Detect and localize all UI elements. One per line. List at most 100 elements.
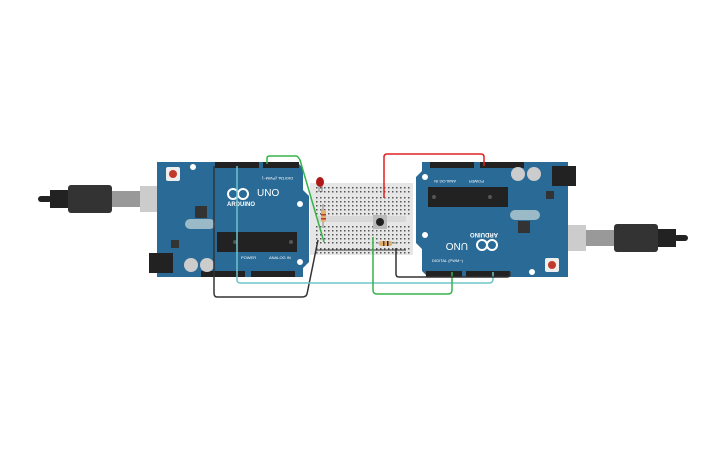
breadboard-hole[interactable] — [328, 209, 330, 211]
red-led[interactable] — [316, 177, 324, 192]
breadboard-hole[interactable] — [320, 197, 322, 199]
breadboard-hole[interactable] — [352, 213, 354, 215]
breadboard-hole[interactable] — [352, 238, 354, 240]
breadboard-hole[interactable] — [388, 191, 390, 193]
breadboard-hole[interactable] — [396, 242, 398, 244]
breadboard-hole[interactable] — [332, 252, 334, 254]
breadboard-hole[interactable] — [336, 238, 338, 240]
breadboard-hole[interactable] — [344, 187, 346, 189]
breadboard-hole[interactable] — [404, 209, 406, 211]
breadboard-hole[interactable] — [316, 238, 318, 240]
breadboard-hole[interactable] — [352, 201, 354, 203]
breadboard-hole[interactable] — [384, 213, 386, 215]
breadboard-hole[interactable] — [360, 230, 362, 232]
breadboard-hole[interactable] — [380, 187, 382, 189]
breadboard-hole[interactable] — [392, 187, 394, 189]
breadboard-hole[interactable] — [324, 238, 326, 240]
breadboard-hole[interactable] — [384, 252, 386, 254]
breadboard-hole[interactable] — [368, 248, 370, 250]
breadboard-hole[interactable] — [332, 205, 334, 207]
breadboard-hole[interactable] — [316, 197, 318, 199]
breadboard-hole[interactable] — [376, 238, 378, 240]
breadboard-hole[interactable] — [388, 187, 390, 189]
breadboard-hole[interactable] — [320, 234, 322, 236]
wire-black-right[interactable] — [395, 248, 511, 278]
breadboard-hole[interactable] — [348, 209, 350, 211]
arduino-uno-right[interactable]: ARDUINO UNO DIGITAL (PWM~) POWER ANALOG … — [415, 161, 577, 278]
breadboard-hole[interactable] — [356, 201, 358, 203]
breadboard-hole[interactable] — [364, 191, 366, 193]
breadboard-hole[interactable] — [336, 197, 338, 199]
breadboard-hole[interactable] — [388, 248, 390, 250]
breadboard-hole[interactable] — [360, 234, 362, 236]
breadboard-hole[interactable] — [400, 197, 402, 199]
breadboard-hole[interactable] — [364, 226, 366, 228]
breadboard-hole[interactable] — [348, 226, 350, 228]
breadboard-hole[interactable] — [400, 230, 402, 232]
breadboard-hole[interactable] — [328, 191, 330, 193]
breadboard-hole[interactable] — [320, 252, 322, 254]
breadboard-hole[interactable] — [352, 226, 354, 228]
breadboard-hole[interactable] — [372, 213, 374, 215]
breadboard-hole[interactable] — [408, 252, 410, 254]
breadboard-hole[interactable] — [404, 242, 406, 244]
breadboard-hole[interactable] — [332, 230, 334, 232]
breadboard-hole[interactable] — [384, 230, 386, 232]
breadboard-hole[interactable] — [408, 191, 410, 193]
breadboard-hole[interactable] — [340, 213, 342, 215]
wire-green-left[interactable] — [266, 155, 325, 243]
breadboard-hole[interactable] — [396, 187, 398, 189]
breadboard-hole[interactable] — [316, 191, 318, 193]
breadboard-hole[interactable] — [376, 248, 378, 250]
breadboard-hole[interactable] — [316, 226, 318, 228]
breadboard-hole[interactable] — [408, 197, 410, 199]
breadboard-hole[interactable] — [364, 187, 366, 189]
breadboard-hole[interactable] — [332, 226, 334, 228]
breadboard-hole[interactable] — [320, 187, 322, 189]
breadboard-hole[interactable] — [376, 234, 378, 236]
breadboard-hole[interactable] — [356, 242, 358, 244]
breadboard-hole[interactable] — [380, 209, 382, 211]
breadboard-hole[interactable] — [360, 201, 362, 203]
breadboard-hole[interactable] — [388, 252, 390, 254]
breadboard-hole[interactable] — [320, 248, 322, 250]
breadboard-hole[interactable] — [380, 197, 382, 199]
breadboard-hole[interactable] — [384, 209, 386, 211]
breadboard-hole[interactable] — [332, 213, 334, 215]
wire-red[interactable] — [383, 153, 485, 198]
wire-black-left[interactable] — [213, 166, 319, 298]
breadboard-hole[interactable] — [392, 205, 394, 207]
breadboard-hole[interactable] — [404, 230, 406, 232]
breadboard-hole[interactable] — [380, 213, 382, 215]
breadboard-hole[interactable] — [344, 213, 346, 215]
breadboard-hole[interactable] — [400, 252, 402, 254]
breadboard-hole[interactable] — [356, 191, 358, 193]
breadboard-hole[interactable] — [400, 209, 402, 211]
breadboard-hole[interactable] — [328, 242, 330, 244]
breadboard-hole[interactable] — [368, 230, 370, 232]
breadboard-hole[interactable] — [332, 234, 334, 236]
breadboard-hole[interactable] — [376, 197, 378, 199]
breadboard-hole[interactable] — [344, 205, 346, 207]
breadboard-hole[interactable] — [364, 252, 366, 254]
breadboard-hole[interactable] — [332, 201, 334, 203]
breadboard-hole[interactable] — [400, 242, 402, 244]
breadboard-hole[interactable] — [332, 191, 334, 193]
breadboard-hole[interactable] — [356, 248, 358, 250]
breadboard-hole[interactable] — [356, 205, 358, 207]
breadboard-hole[interactable] — [316, 201, 318, 203]
breadboard-hole[interactable] — [408, 234, 410, 236]
breadboard-hole[interactable] — [400, 213, 402, 215]
breadboard-hole[interactable] — [352, 230, 354, 232]
breadboard-hole[interactable] — [316, 234, 318, 236]
breadboard-hole[interactable] — [388, 197, 390, 199]
breadboard-hole[interactable] — [356, 230, 358, 232]
breadboard-hole[interactable] — [336, 248, 338, 250]
breadboard-hole[interactable] — [328, 226, 330, 228]
breadboard-hole[interactable] — [324, 248, 326, 250]
breadboard-hole[interactable] — [360, 197, 362, 199]
breadboard-hole[interactable] — [352, 209, 354, 211]
breadboard-hole[interactable] — [348, 242, 350, 244]
breadboard-hole[interactable] — [404, 226, 406, 228]
